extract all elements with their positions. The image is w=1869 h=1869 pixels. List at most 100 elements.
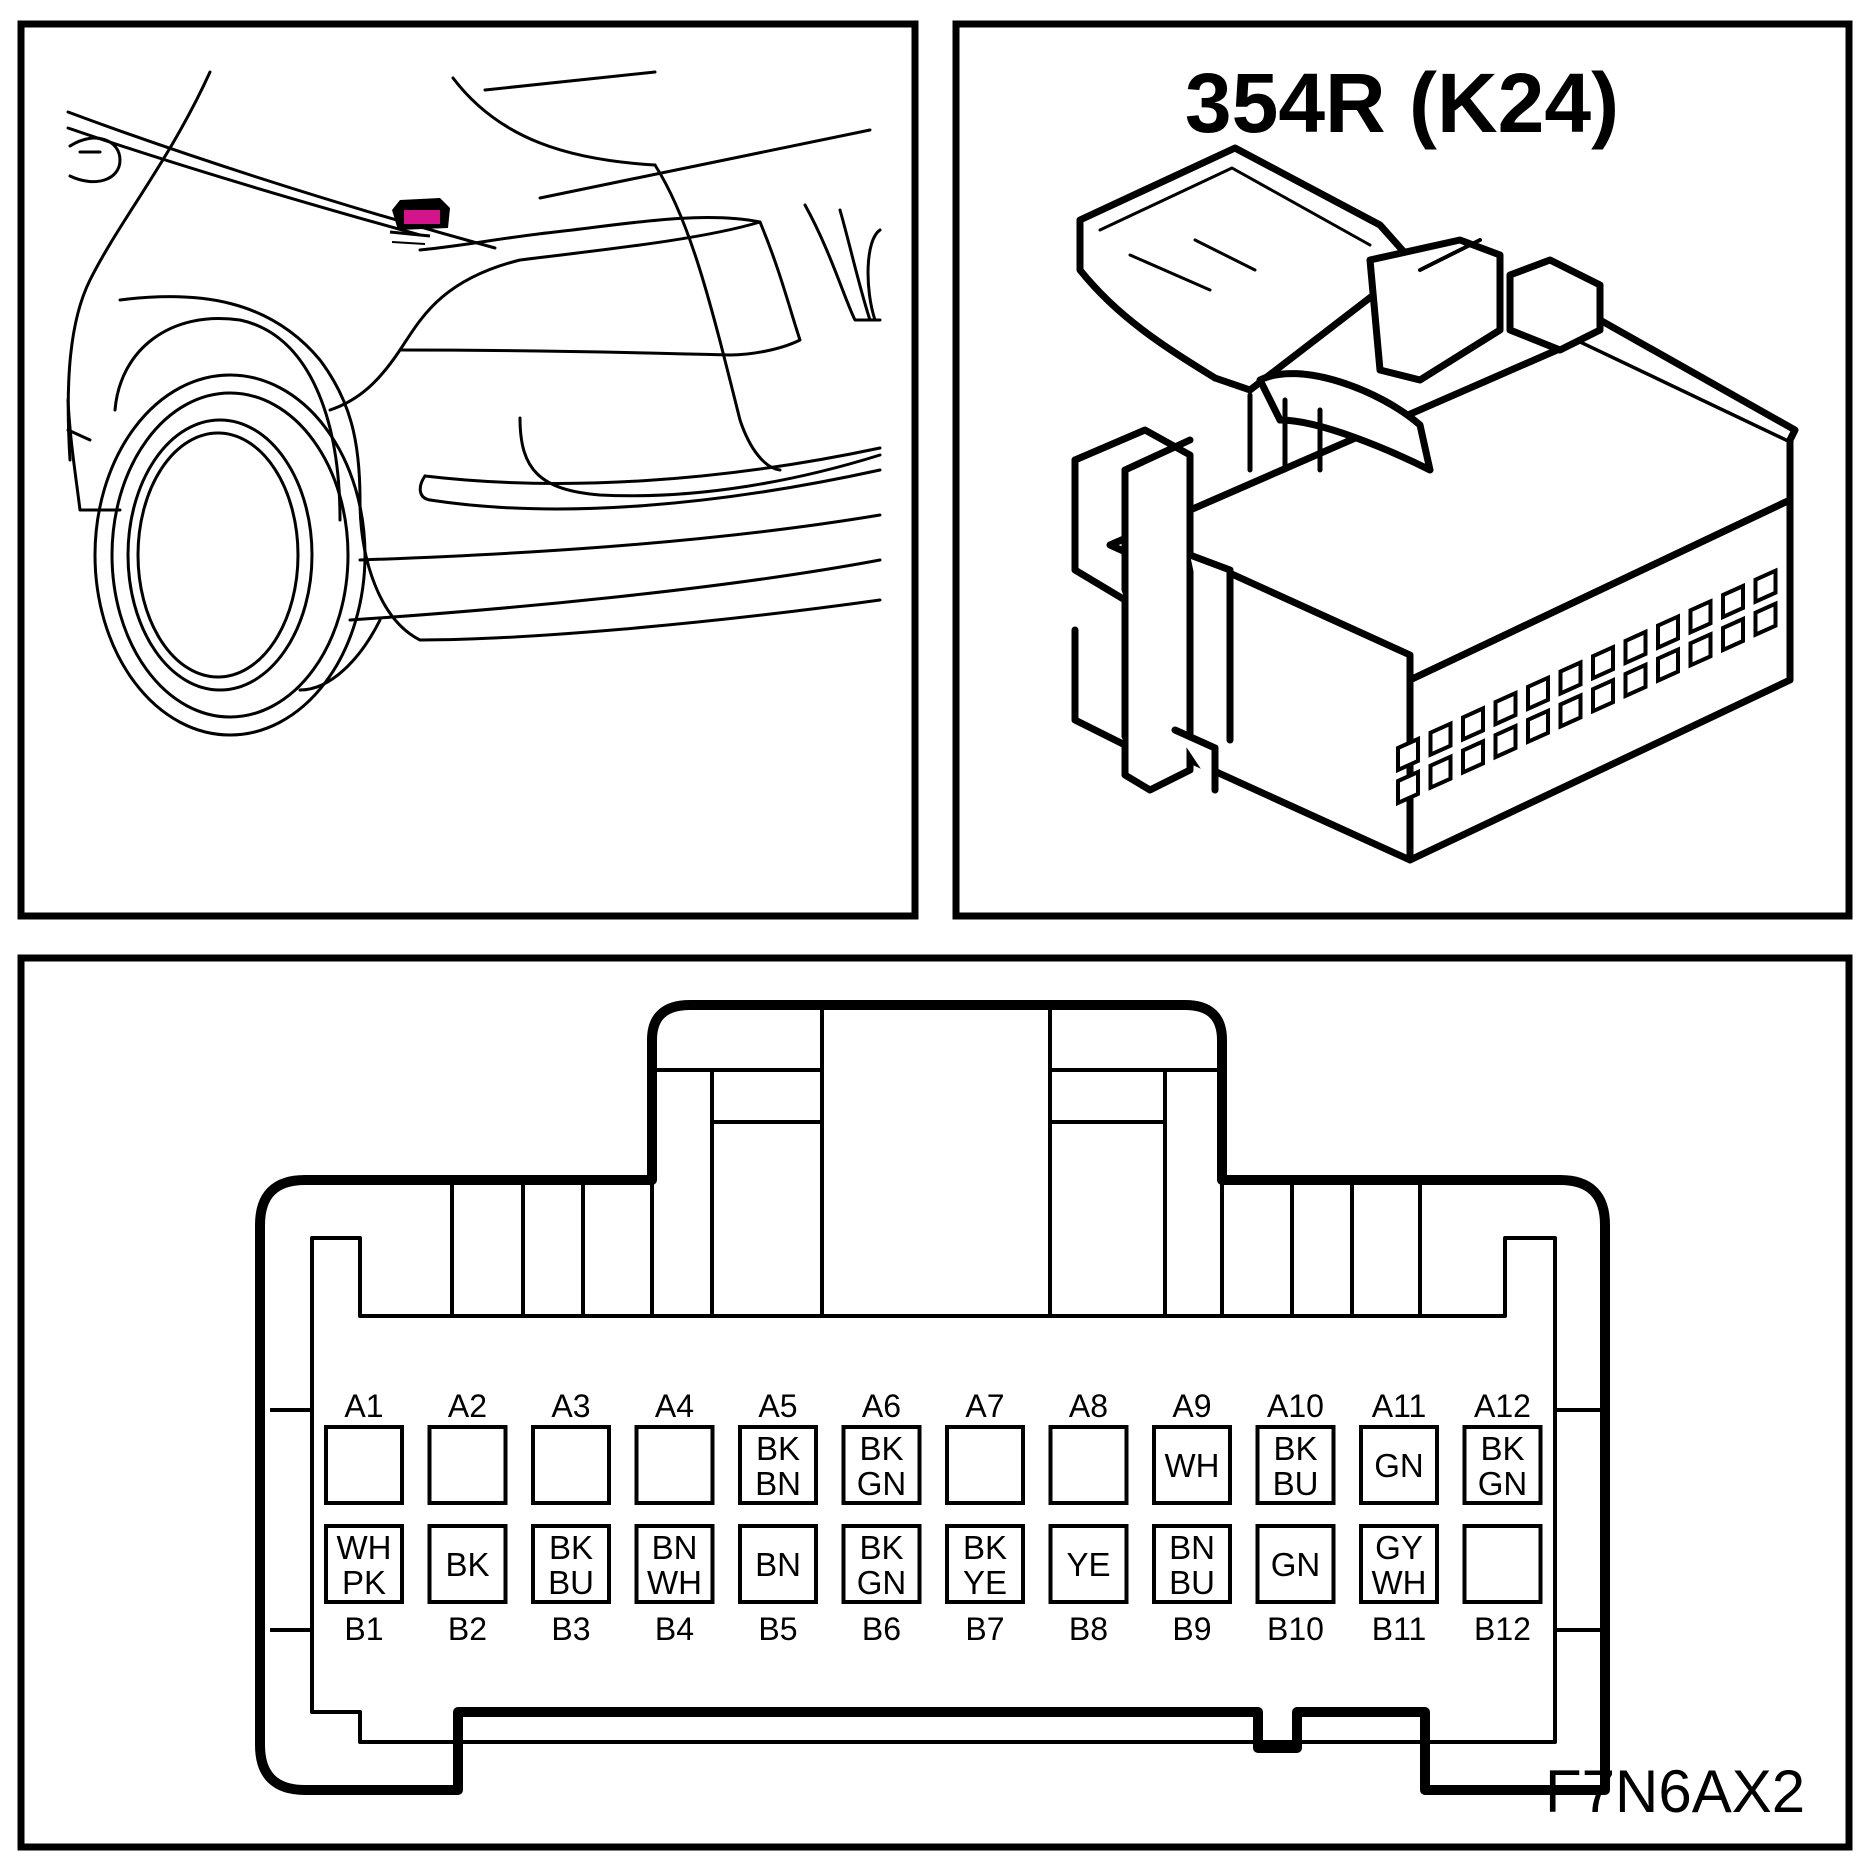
pin-label: A2 [448, 1388, 487, 1424]
pin-cavity-b12 [1462, 1524, 1543, 1604]
pin-cavity-a8 [1048, 1425, 1129, 1505]
wire-color-label: WH [337, 1529, 392, 1566]
wire-color-label: GY [1375, 1529, 1423, 1566]
wire-color-label: BK [963, 1529, 1007, 1566]
connector-cavity [1656, 646, 1680, 684]
pin-label: B5 [758, 1611, 797, 1647]
wire-color-label: WH [647, 1564, 702, 1601]
connector-cavity [1753, 600, 1778, 638]
pin-label: B7 [965, 1611, 1004, 1647]
pin-cavity-b7 [945, 1524, 1025, 1604]
connector-cavity [1688, 631, 1713, 669]
wire-color-label: GN [857, 1564, 907, 1601]
pin-label: A10 [1267, 1388, 1324, 1424]
connector-cavity [1461, 738, 1485, 776]
pin-label: B2 [448, 1611, 487, 1647]
pin-cavity-b10 [1255, 1524, 1336, 1604]
location-panel [17, 20, 919, 920]
connector-3d-panel [952, 20, 1853, 920]
wire-color-label: GN [857, 1465, 907, 1502]
connector-cavity [1558, 659, 1583, 697]
connector-cavity [1493, 690, 1518, 728]
pin-label: A1 [344, 1388, 383, 1424]
pin-label: B3 [551, 1611, 590, 1647]
pin-cavity-a7 [945, 1425, 1025, 1505]
pin-label: A5 [758, 1388, 797, 1424]
connector-cavity [1623, 661, 1648, 699]
connector-cavity [1428, 753, 1453, 791]
wire-color-label: BK [756, 1430, 800, 1467]
wire-color-label: BU [548, 1564, 594, 1601]
pin-cavity-b6 [841, 1524, 922, 1604]
pin-cavity-b5 [738, 1524, 818, 1604]
connector-cavity [1721, 615, 1745, 654]
pin-cavity-a9 [1152, 1425, 1232, 1505]
wire-color-label: GN [1374, 1447, 1424, 1484]
pin-cavity-b11 [1359, 1524, 1439, 1604]
wire-color-label: BK [445, 1546, 489, 1583]
pin-label: A9 [1172, 1388, 1211, 1424]
pin-cavity-a12 [1462, 1425, 1543, 1505]
pin-cavity-a11 [1359, 1425, 1439, 1505]
connector-cavity [1558, 692, 1583, 730]
pinout-panel [17, 954, 1853, 1851]
pin-cavity-a1 [324, 1425, 404, 1505]
wire-color-label: GN [1271, 1546, 1321, 1583]
connector-cavity [1591, 644, 1615, 682]
wire-color-label: BN [755, 1465, 801, 1502]
wire-color-label: BN [1169, 1529, 1215, 1566]
pin-cavity-a5 [738, 1425, 818, 1505]
pin-label: B11 [1372, 1611, 1427, 1647]
connector-face-outline [255, 1000, 1610, 1795]
vehicle-location-illustration [66, 70, 882, 737]
pin-cavity-a2 [427, 1425, 508, 1505]
wire-color-label: YE [963, 1564, 1007, 1601]
connector-cavity [1396, 735, 1420, 774]
pin-label: A4 [655, 1388, 694, 1424]
connector-cavity [1623, 628, 1648, 666]
pin-cavity-b1 [324, 1524, 404, 1604]
wire-color-label: WH [1372, 1564, 1427, 1601]
connector-cavity [1461, 705, 1485, 743]
pin-label: A11 [1372, 1388, 1427, 1424]
connector-cavity [1753, 567, 1778, 605]
connector-cavity [1428, 720, 1453, 758]
wire-color-label: PK [342, 1564, 386, 1601]
wire-color-label: BN [652, 1529, 698, 1566]
pin-label: B10 [1267, 1611, 1324, 1647]
pin-cavity-b4 [634, 1524, 715, 1604]
connector-cavity [1688, 598, 1713, 636]
wire-color-label: BK [1480, 1430, 1524, 1467]
pin-label: B1 [344, 1611, 383, 1647]
wire-color-label: WH [1165, 1447, 1220, 1484]
pin-cavity-a3 [531, 1425, 611, 1505]
connector-cavity [1591, 677, 1615, 715]
pin-cavity-b3 [531, 1524, 611, 1604]
pin-label: B8 [1069, 1611, 1108, 1647]
wire-color-label: BK [859, 1430, 903, 1467]
pin-cavity-a10 [1255, 1425, 1336, 1505]
wire-color-label: BK [859, 1529, 903, 1566]
wire-color-label: BK [549, 1529, 593, 1566]
pin-cavity-b8 [1048, 1524, 1129, 1604]
pin-cavity-a6 [841, 1425, 922, 1505]
pin-label: A12 [1474, 1388, 1531, 1424]
pin-label: A3 [551, 1388, 590, 1424]
connector-cavity [1721, 582, 1745, 621]
connector-cavity-grid [1396, 567, 1778, 807]
wire-color-label: BK [1273, 1430, 1317, 1467]
pin-label: B12 [1474, 1611, 1531, 1647]
wire-color-label: BN [755, 1546, 801, 1583]
pin-cavity-b9 [1152, 1524, 1232, 1604]
pin-label: B6 [862, 1611, 901, 1647]
connector-title: 354R (K24) [1185, 56, 1619, 150]
connector-location-marker [389, 198, 450, 245]
pin-label: A7 [965, 1388, 1004, 1424]
pin-label: A6 [862, 1388, 901, 1424]
wire-color-label: BU [1169, 1564, 1215, 1601]
connector-cavity [1656, 613, 1680, 651]
connector-cavity [1526, 674, 1550, 712]
figure-code: F7N6AX2 [1545, 1758, 1805, 1825]
